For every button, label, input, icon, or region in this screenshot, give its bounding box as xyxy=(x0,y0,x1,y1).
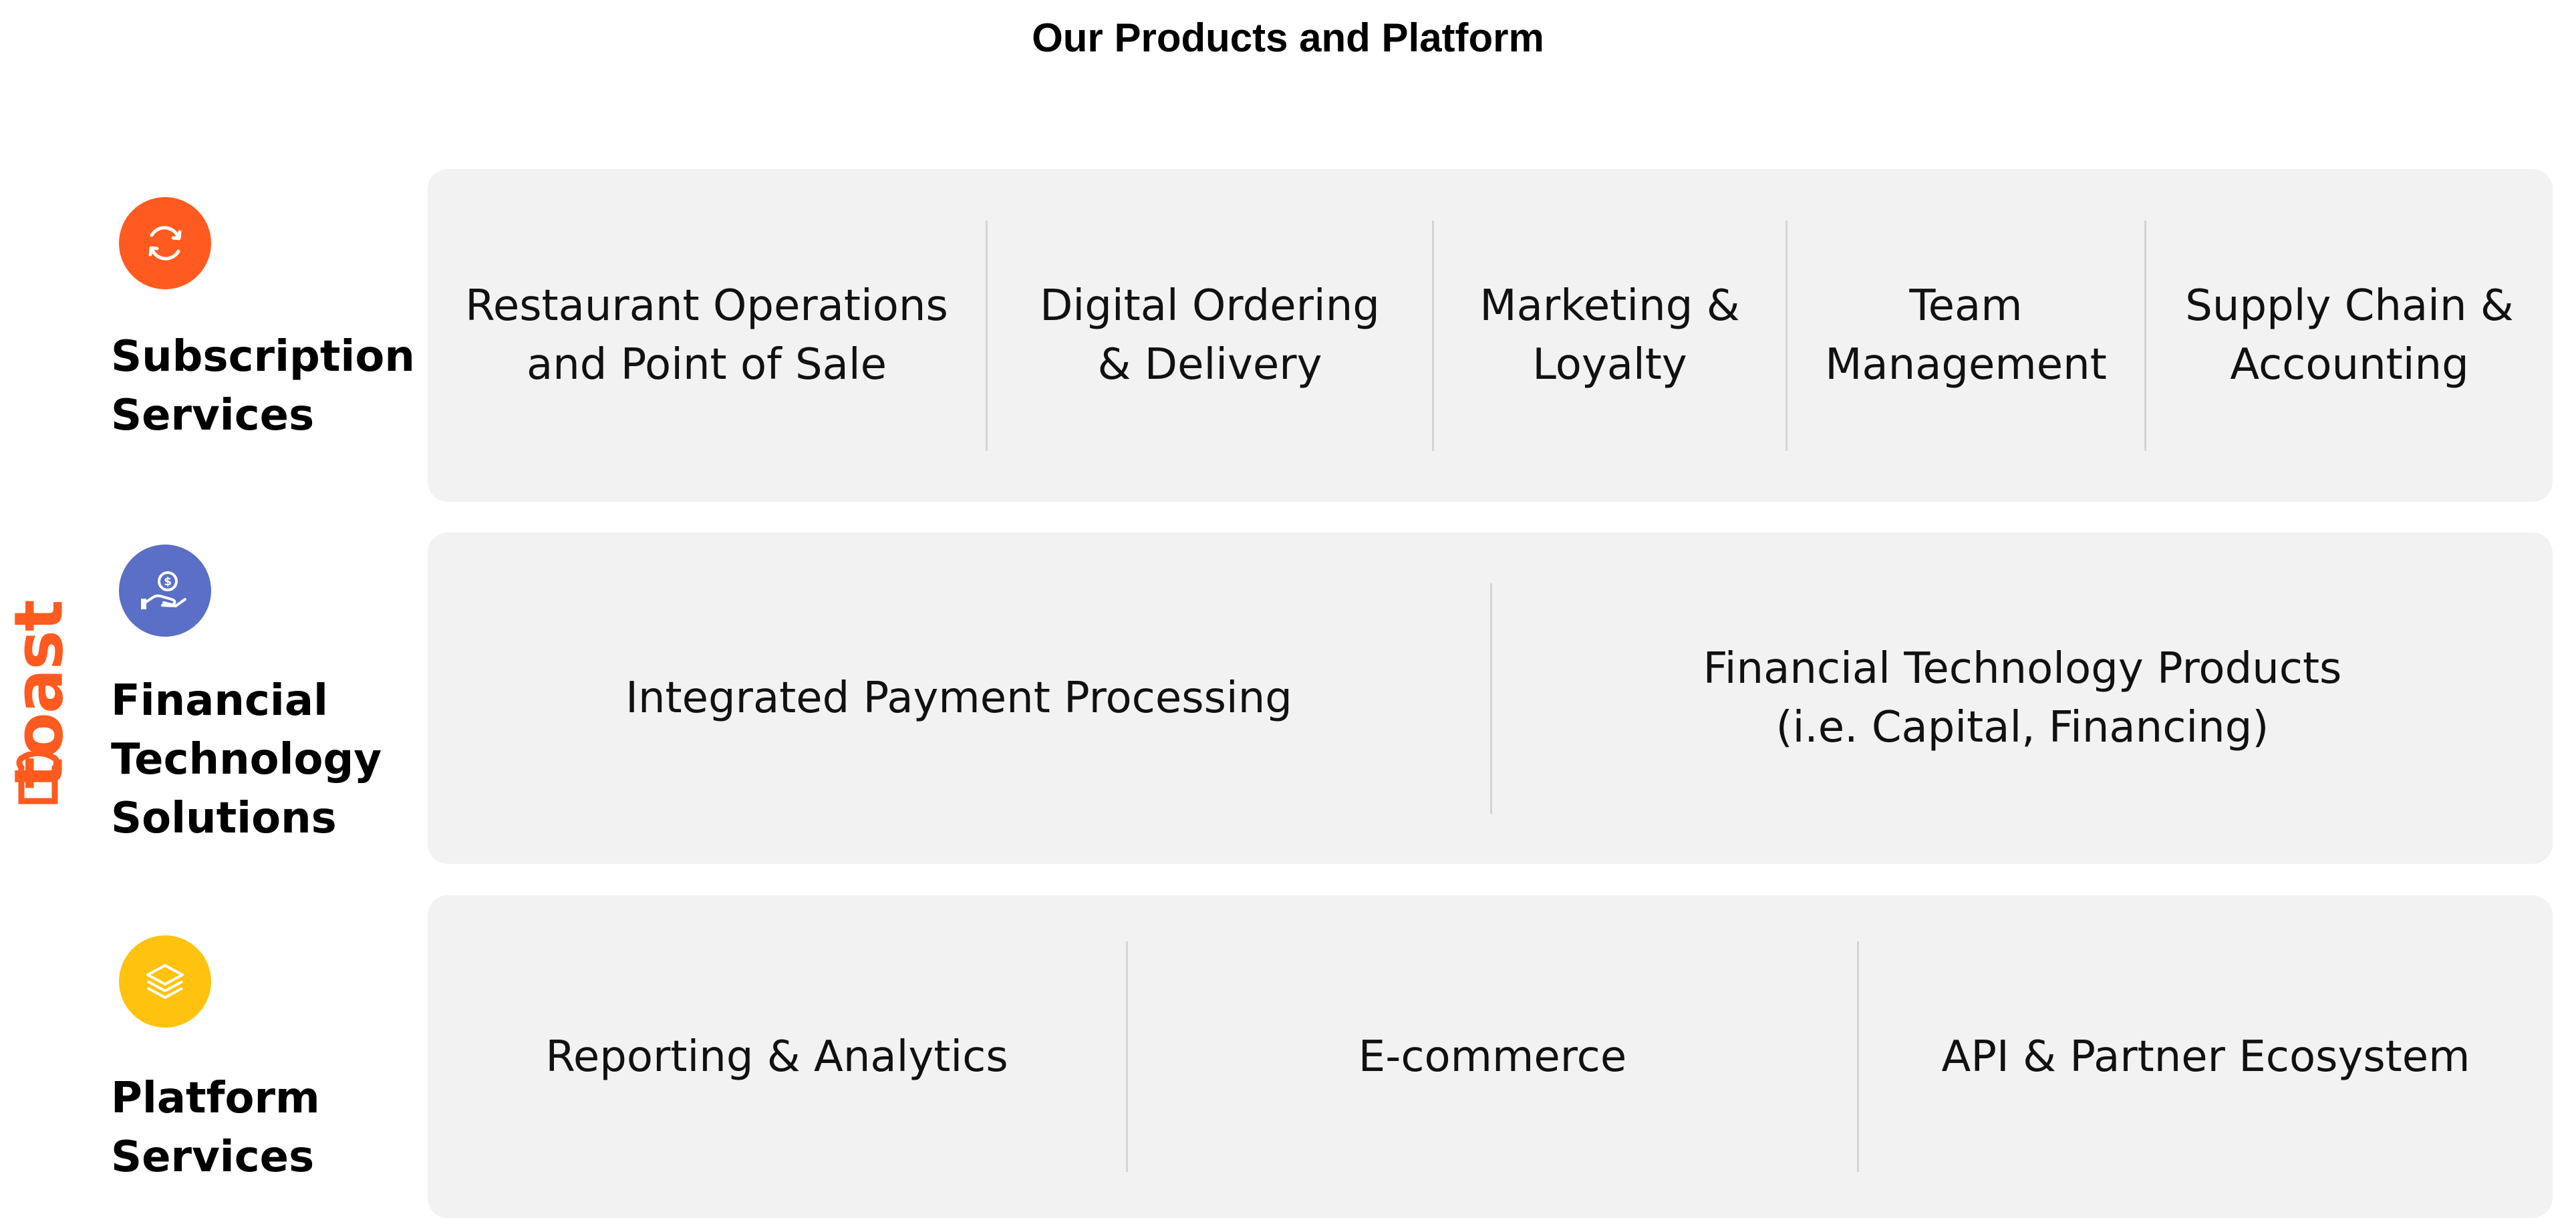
product-marketing-loyalty: Marketing &Loyalty xyxy=(1479,281,1740,390)
row-label-financial-technology-solutions: Financial Technology Solutions xyxy=(111,676,382,843)
hand-dollar-icon: $ xyxy=(119,545,211,637)
refresh-icon xyxy=(119,197,211,289)
financial-technology-panel: Integrated Payment Processing Financial … xyxy=(428,532,2553,864)
divider xyxy=(1857,941,1859,1172)
toast-logo: toast xyxy=(0,581,78,808)
toast-bread-icon xyxy=(16,752,60,804)
product-digital-ordering-delivery: Digital Ordering& Delivery xyxy=(1040,281,1380,390)
product-reporting-analytics: Reporting & Analytics xyxy=(545,1032,1008,1082)
product-integrated-payment-processing: Integrated Payment Processing xyxy=(625,673,1292,723)
divider xyxy=(1785,220,1787,451)
layers-icon xyxy=(119,935,211,1028)
divider xyxy=(1490,583,1492,814)
product-supply-chain-accounting: Supply Chain &Accounting xyxy=(2185,281,2514,390)
page-title: Our Products and Platform xyxy=(1032,15,1544,60)
divider xyxy=(1432,220,1434,451)
row-label-platform-services: Platform Services xyxy=(111,1074,320,1182)
product-e-commerce: E-commerce xyxy=(1358,1032,1627,1082)
divider xyxy=(2144,220,2146,451)
product-financial-technology-products: Financial Technology Products(i.e. Capit… xyxy=(1703,644,2342,752)
product-api-partner-ecosystem: API & Partner Ecosystem xyxy=(1941,1032,2470,1082)
divider xyxy=(986,220,988,451)
divider xyxy=(1126,941,1128,1172)
row-label-subscription-services: Subscription Services xyxy=(111,332,415,440)
platform-services-panel: Reporting & Analytics E-commerce API & P… xyxy=(428,895,2553,1218)
svg-text:$: $ xyxy=(164,575,172,589)
